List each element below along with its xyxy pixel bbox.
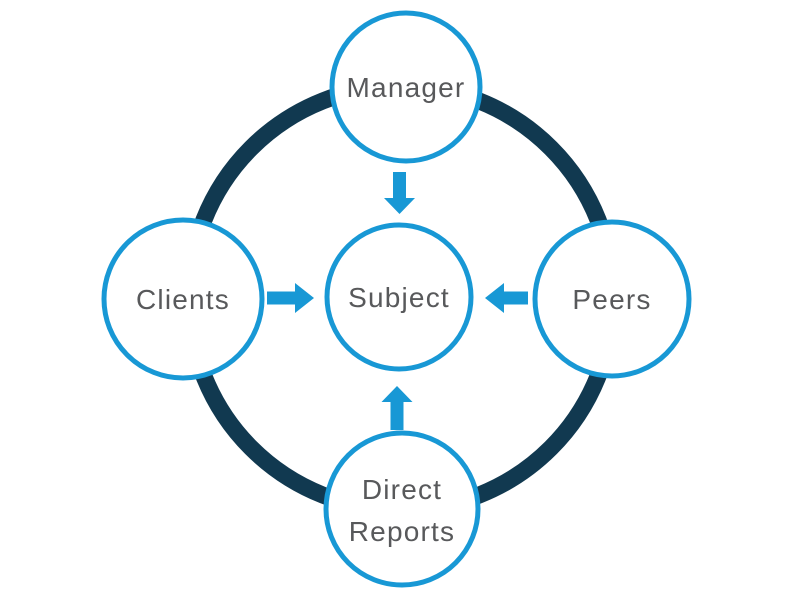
node-clients: Clients xyxy=(101,217,265,381)
node-direct-reports: Direct Reports xyxy=(323,430,481,588)
arrow-direct-reports-to-subject-icon xyxy=(381,386,413,430)
manager-label: Manager xyxy=(347,72,466,103)
direct-reports-label-line1: Direct xyxy=(362,474,442,505)
node-peers: Peers xyxy=(532,219,692,379)
arrow-manager-to-subject-icon xyxy=(384,172,415,214)
clients-label: Clients xyxy=(136,284,230,315)
manager-circle xyxy=(329,10,483,164)
arrow-clients-to-subject-icon xyxy=(267,283,314,313)
subject-label: Subject xyxy=(348,282,450,313)
node-manager: Manager xyxy=(329,10,483,164)
peers-label: Peers xyxy=(572,284,651,315)
node-subject: Subject xyxy=(324,222,474,372)
arrow-peers-to-subject-icon xyxy=(485,283,528,313)
peers-circle xyxy=(532,219,692,379)
direct-reports-label-line2: Reports xyxy=(349,516,455,547)
direct-reports-circle xyxy=(323,430,481,588)
subject-circle xyxy=(324,222,474,372)
clients-circle xyxy=(101,217,265,381)
